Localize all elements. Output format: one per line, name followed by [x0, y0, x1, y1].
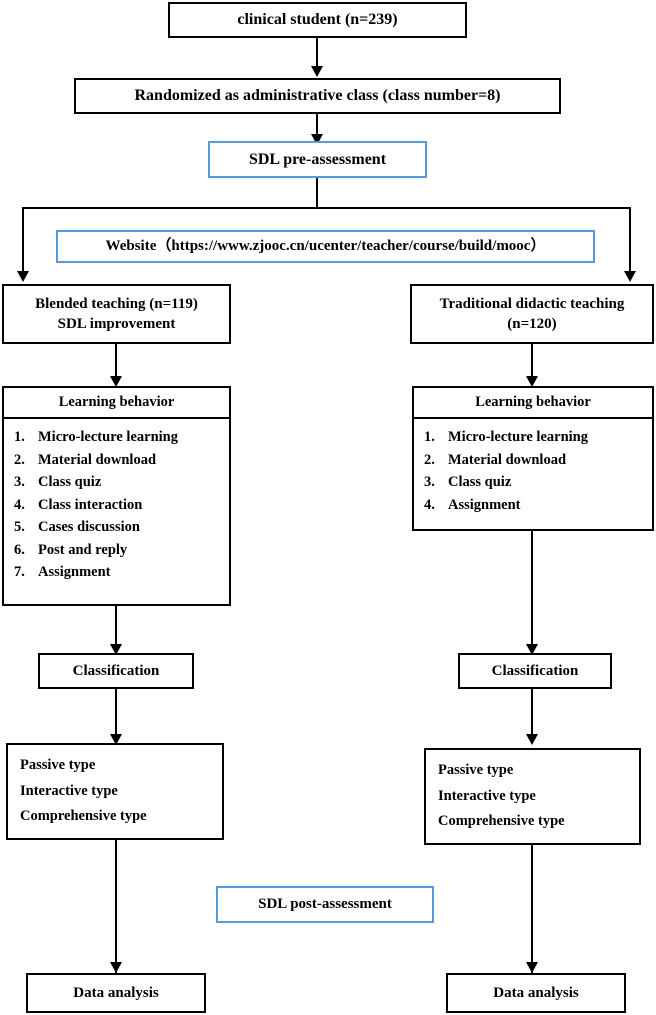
connector-pre-to-bus — [316, 178, 318, 208]
node-sdl-pre-assessment-label: SDL pre-assessment — [248, 150, 387, 168]
list-item-label: Material download — [38, 451, 157, 468]
list-item-number: 3. — [424, 474, 435, 491]
arrowhead-randomized-to-pre — [311, 134, 323, 145]
list-item-number: 2. — [14, 451, 25, 468]
node-clinical-student-label: clinical student (n=239) — [237, 11, 398, 29]
node-traditional-teaching: Traditional didactic teaching (n=120) — [410, 284, 654, 344]
node-sdl-pre-assessment: SDL pre-assessment — [208, 141, 427, 178]
list-item: 5. Cases discussion — [4, 516, 229, 539]
traditional-learning-behavior-items: 1. Micro-lecture learning 2. Material do… — [414, 419, 652, 523]
arrowhead-right-behavior-to-classification — [526, 644, 538, 655]
list-item: 2. Material download — [414, 449, 652, 472]
right-type-comprehensive: Comprehensive type — [438, 813, 565, 830]
list-item-number: 4. — [14, 496, 25, 513]
arrowhead-bus-left — [17, 271, 29, 282]
node-website-label: Website（https://www.zjooc.cn/ucenter/tea… — [105, 238, 546, 255]
right-data-analysis-label: Data analysis — [493, 984, 579, 1001]
node-right-classification: Classification — [458, 653, 612, 689]
list-item-label: Assignment — [448, 496, 521, 513]
connector-blended-to-behavior — [115, 344, 117, 382]
connector-left-behavior-to-classification — [115, 606, 117, 653]
node-randomized: Randomized as administrative class (clas… — [74, 78, 561, 114]
arrowhead-left-classification-to-types — [110, 734, 122, 745]
connector-bus-right-drop — [629, 207, 631, 273]
list-item: 7. Assignment — [4, 561, 229, 584]
list-item-number: 2. — [424, 451, 435, 468]
left-classification-label: Classification — [72, 662, 160, 679]
node-left-types: Passive type Interactive type Comprehens… — [6, 743, 224, 840]
connector-randomized-to-pre — [316, 114, 318, 141]
node-website: Website（https://www.zjooc.cn/ucenter/tea… — [56, 230, 595, 263]
list-item-number: 3. — [14, 474, 25, 491]
blended-learning-behavior-header: Learning behavior — [4, 388, 229, 420]
node-blended-teaching-line1: Blended teaching (n=119) — [35, 295, 198, 312]
list-item-number: 1. — [14, 429, 25, 446]
list-item-label: Class interaction — [38, 496, 143, 513]
node-traditional-teaching-line2: (n=120) — [507, 316, 557, 332]
left-type-passive: Passive type — [20, 757, 96, 774]
left-type-comprehensive: Comprehensive type — [20, 808, 147, 825]
left-type-interactive: Interactive type — [20, 782, 118, 799]
arrowhead-left-behavior-to-classification — [110, 644, 122, 655]
arrowhead-blended-to-behavior — [110, 376, 122, 387]
node-traditional-learning-behavior: Learning behavior 1. Micro-lecture learn… — [412, 386, 654, 531]
list-item-label: Class quiz — [448, 474, 512, 491]
list-item-label: Assignment — [38, 564, 111, 581]
node-blended-learning-behavior: Learning behavior 1. Micro-lecture learn… — [2, 386, 231, 606]
right-type-passive: Passive type — [438, 762, 514, 779]
node-left-data-analysis: Data analysis — [26, 973, 206, 1013]
connector-traditional-to-behavior — [531, 344, 533, 382]
node-traditional-teaching-line1: Traditional didactic teaching — [439, 295, 625, 312]
list-item: 1. Micro-lecture learning — [414, 426, 652, 449]
connector-left-types-to-data-analysis — [115, 840, 117, 973]
list-item-label: Cases discussion — [38, 519, 140, 536]
arrowhead-right-types-to-data-analysis — [526, 962, 538, 973]
arrowhead-left-types-to-data-analysis — [110, 962, 122, 973]
list-item-number: 4. — [424, 496, 435, 513]
connector-student-to-randomized — [316, 38, 318, 70]
node-sdl-post-assessment-label: SDL post-assessment — [258, 896, 392, 913]
arrowhead-bus-right — [624, 271, 636, 282]
list-item-number: 6. — [14, 541, 25, 558]
right-classification-label: Classification — [491, 662, 579, 679]
list-item-number: 7. — [14, 564, 25, 581]
list-item: 3. Class quiz — [4, 471, 229, 494]
arrowhead-traditional-to-behavior — [526, 376, 538, 387]
blended-learning-behavior-items: 1. Micro-lecture learning 2. Material do… — [4, 419, 229, 591]
arrowhead-student-to-randomized — [311, 66, 323, 77]
connector-bus-left-drop — [22, 207, 24, 273]
connector-right-classification-to-types — [531, 689, 533, 743]
connector-right-types-to-data-analysis — [531, 845, 533, 973]
list-item: 4. Class interaction — [4, 494, 229, 517]
node-sdl-post-assessment: SDL post-assessment — [216, 886, 434, 923]
arrowhead-right-classification-to-types — [526, 734, 538, 745]
list-item: 3. Class quiz — [414, 471, 652, 494]
connector-bus-horizontal — [22, 207, 630, 209]
list-item: 2. Material download — [4, 449, 229, 472]
connector-left-classification-to-types — [115, 689, 117, 743]
node-clinical-student: clinical student (n=239) — [168, 2, 467, 38]
connector-right-behavior-to-classification — [531, 531, 533, 653]
list-item-label: Post and reply — [38, 541, 128, 558]
list-item: 1. Micro-lecture learning — [4, 426, 229, 449]
list-item: 4. Assignment — [414, 494, 652, 517]
node-right-types: Passive type Interactive type Comprehens… — [424, 748, 641, 845]
node-left-classification: Classification — [38, 653, 194, 689]
list-item-label: Material download — [448, 451, 567, 468]
list-item-number: 1. — [424, 429, 435, 446]
node-right-data-analysis: Data analysis — [446, 973, 626, 1013]
node-blended-teaching: Blended teaching (n=119) SDL improvement — [2, 284, 231, 344]
left-data-analysis-label: Data analysis — [73, 984, 159, 1001]
traditional-learning-behavior-header: Learning behavior — [414, 388, 652, 420]
list-item: 6. Post and reply — [4, 539, 229, 562]
list-item-label: Class quiz — [38, 474, 102, 491]
node-blended-teaching-line2: SDL improvement — [57, 316, 176, 332]
node-randomized-label: Randomized as administrative class (clas… — [134, 87, 501, 105]
list-item-number: 5. — [14, 519, 25, 536]
list-item-label: Micro-lecture learning — [448, 429, 588, 446]
list-item-label: Micro-lecture learning — [38, 429, 178, 446]
right-type-interactive: Interactive type — [438, 787, 536, 804]
